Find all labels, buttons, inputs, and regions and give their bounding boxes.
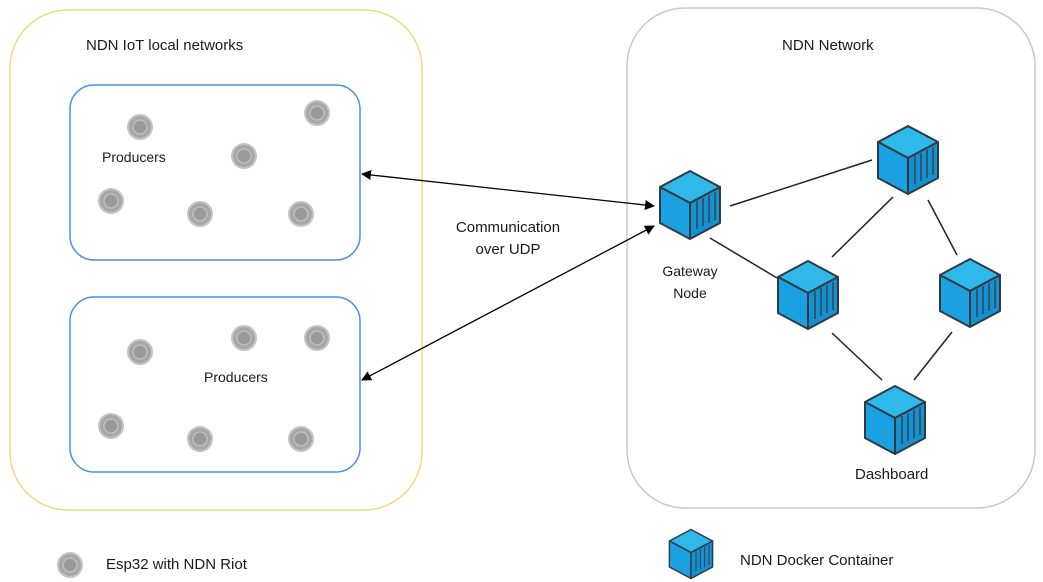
esp32-node	[187, 201, 213, 227]
legend-esp32-label: Esp32 with NDN Riot	[106, 556, 247, 573]
udp-arrow-bottom	[361, 225, 655, 381]
esp32-node	[127, 339, 153, 365]
gateway-label-line1: Gateway	[662, 263, 718, 279]
esp32-node	[231, 143, 257, 169]
dashboard-label: Dashboard	[855, 466, 929, 483]
link-mid-dashboard	[831, 332, 883, 381]
link-mid-top	[831, 196, 894, 258]
ndn-network-region	[626, 7, 1036, 509]
producers-label-top: Producers	[102, 149, 166, 165]
ndn-network-title: NDN Network	[782, 37, 874, 54]
esp32-node	[304, 100, 330, 126]
producer-cluster-top	[69, 84, 361, 261]
link-gateway-top	[729, 159, 873, 207]
dashboard-container-icon	[864, 385, 926, 455]
local-networks-title: NDN IoT local networks	[86, 37, 244, 54]
producers-label-bottom: Producers	[204, 369, 268, 385]
docker-container-icon	[939, 258, 1001, 328]
esp32-node	[187, 426, 213, 452]
udp-label-line2: over UDP	[475, 241, 541, 258]
esp32-node	[98, 188, 124, 214]
link-right-dashboard	[913, 331, 953, 381]
esp32-node	[98, 413, 124, 439]
esp32-node	[288, 201, 314, 227]
udp-label-line1: Communication	[455, 219, 561, 236]
link-top-right	[927, 199, 958, 256]
esp32-node	[288, 426, 314, 452]
esp32-node	[231, 325, 257, 351]
gateway-container-icon	[659, 170, 721, 240]
legend-docker-label: NDN Docker Container	[740, 552, 894, 569]
gateway-node-label: Gateway Node	[640, 260, 740, 304]
esp32-node	[127, 114, 153, 140]
docker-container-icon	[777, 260, 839, 330]
udp-arrow-top	[361, 170, 655, 210]
udp-link-label: Communication over UDP	[430, 217, 586, 261]
docker-container-icon	[877, 125, 939, 195]
link-gateway-mid	[709, 237, 778, 279]
legend-esp32-icon	[57, 552, 83, 578]
esp32-node	[304, 325, 330, 351]
legend-docker-icon	[668, 528, 714, 580]
producer-cluster-bottom	[69, 296, 361, 473]
gateway-label-line2: Node	[673, 285, 707, 301]
